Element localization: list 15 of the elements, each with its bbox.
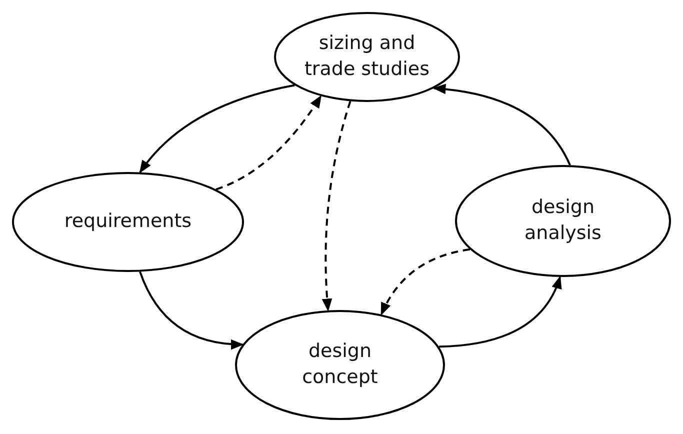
node-label: design analysis [524, 195, 602, 246]
arrow [432, 84, 571, 166]
arrow [438, 276, 561, 348]
ellipse-node [455, 165, 671, 277]
ellipse-node [274, 12, 460, 102]
dashed-arrow [322, 100, 352, 312]
node-label: design concept [301, 339, 379, 390]
node-label: sizing and trade studies [303, 31, 430, 82]
arrow [139, 84, 295, 174]
dashed-arrow [380, 248, 470, 316]
arrow [139, 271, 244, 350]
ellipse-node [12, 172, 244, 272]
dashed-arrow [216, 94, 322, 190]
node-label: requirements [63, 209, 193, 234]
ellipse-node [235, 310, 445, 420]
